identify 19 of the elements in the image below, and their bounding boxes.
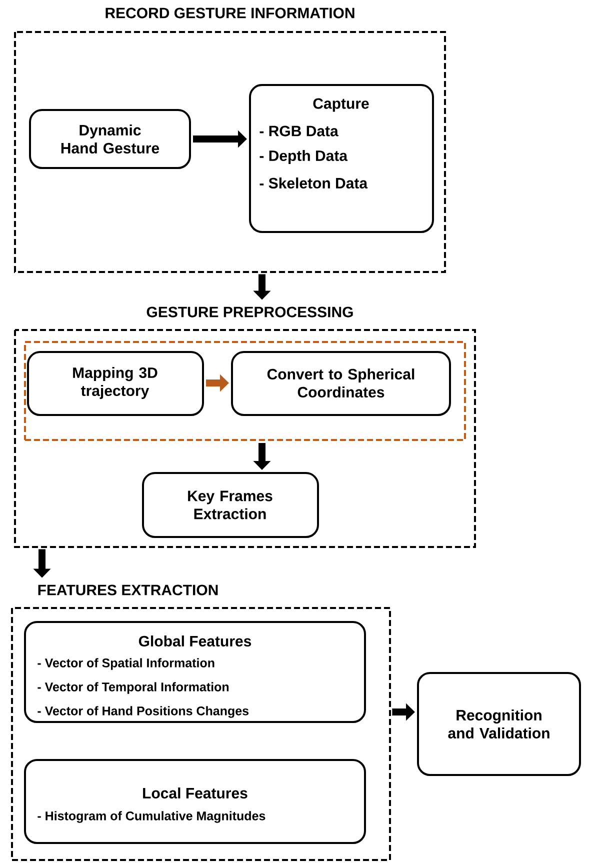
list-item: - Vector of Spatial Information (38, 658, 214, 670)
box-label: Dynamic Hand Gesture (61, 124, 160, 154)
group-heading: RECORD GESTURE INFORMATION (106, 8, 354, 18)
dashed-frame (24, 341, 466, 441)
list-item: - RGB Data (260, 126, 338, 136)
box-heading: Local Features (143, 788, 248, 798)
list-item: - Depth Data (260, 150, 348, 164)
list-item: - Vector of Hand Positions Changes (38, 706, 249, 718)
list-item: - Histogram of Cumulative Magnitudes (38, 811, 266, 823)
box-heading: Capture (313, 98, 369, 112)
box-label: Recognition and Validation (448, 710, 550, 738)
box-label: Convert to Spherical Coordinates (267, 368, 414, 398)
box-label: Mapping 3D trajectory (73, 367, 158, 399)
group-heading: FEATURES EXTRACTION (38, 584, 218, 596)
list-item: - Skeleton Data (260, 178, 368, 189)
box-label: Key Frames Extraction (188, 490, 272, 520)
list-item: - Vector of Temporal Information (38, 682, 229, 694)
box-heading: Global Features (138, 636, 252, 646)
group-heading: GESTURE PREPROCESSING (146, 306, 353, 318)
